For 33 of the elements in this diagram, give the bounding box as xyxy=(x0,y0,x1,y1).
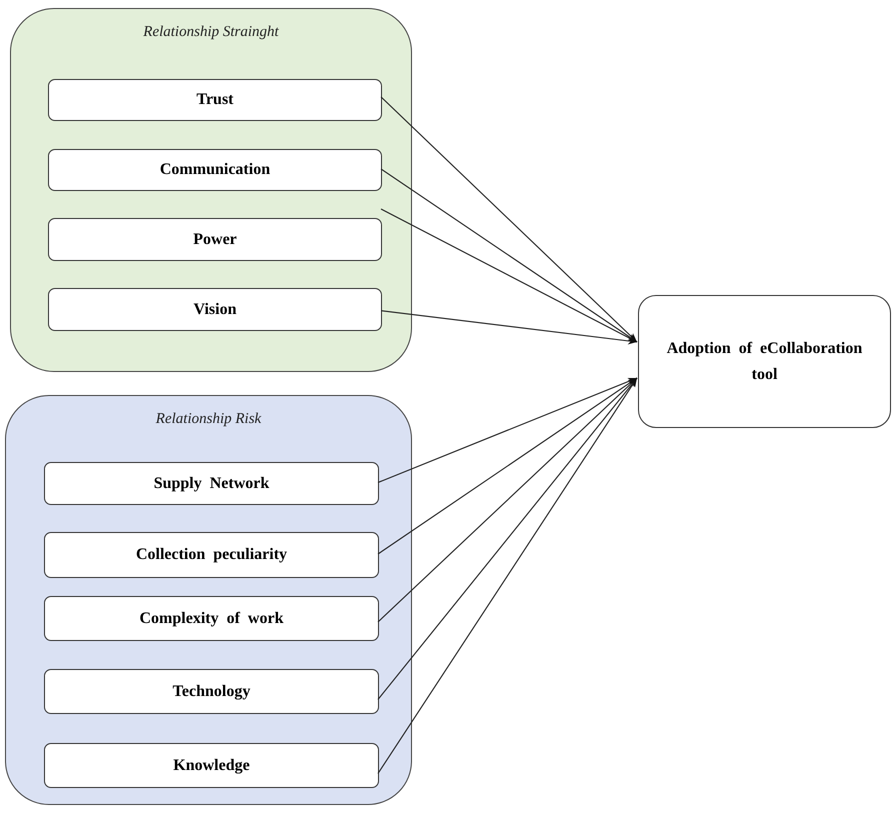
arrow xyxy=(380,310,638,344)
arrow xyxy=(380,96,638,342)
box-label: Complexity of work xyxy=(140,608,284,628)
factor-box xyxy=(638,295,891,428)
box-label: Trust xyxy=(196,90,234,110)
box-label: Adoption of eCollaboration tool xyxy=(666,338,864,384)
group-panel xyxy=(10,8,412,372)
factor-box xyxy=(44,462,379,505)
box-label: Technology xyxy=(172,682,250,702)
arrow xyxy=(378,377,638,484)
box-label: Knowledge xyxy=(173,756,250,776)
factor-box xyxy=(48,149,382,191)
factor-box xyxy=(44,596,379,641)
factor-box xyxy=(48,288,382,331)
arrow xyxy=(380,208,638,342)
arrow xyxy=(378,378,638,622)
factor-box xyxy=(48,218,382,261)
arrow xyxy=(378,378,638,554)
box-label: Power xyxy=(193,230,237,250)
group-panel xyxy=(5,395,412,805)
arrow xyxy=(378,378,638,700)
box-label: Communication xyxy=(160,160,270,180)
group-title: Relationship Risk xyxy=(154,410,262,429)
factor-box xyxy=(48,79,382,121)
factor-box xyxy=(44,669,379,714)
arrow xyxy=(380,168,638,342)
group-title: Relationship Strainght xyxy=(142,23,280,42)
box-label: Supply Network xyxy=(154,474,270,494)
arrow xyxy=(378,378,638,774)
box-label: Collection peculiarity xyxy=(136,545,288,565)
factor-box xyxy=(44,743,379,788)
box-label: Vision xyxy=(194,300,236,320)
factor-box xyxy=(44,532,379,578)
